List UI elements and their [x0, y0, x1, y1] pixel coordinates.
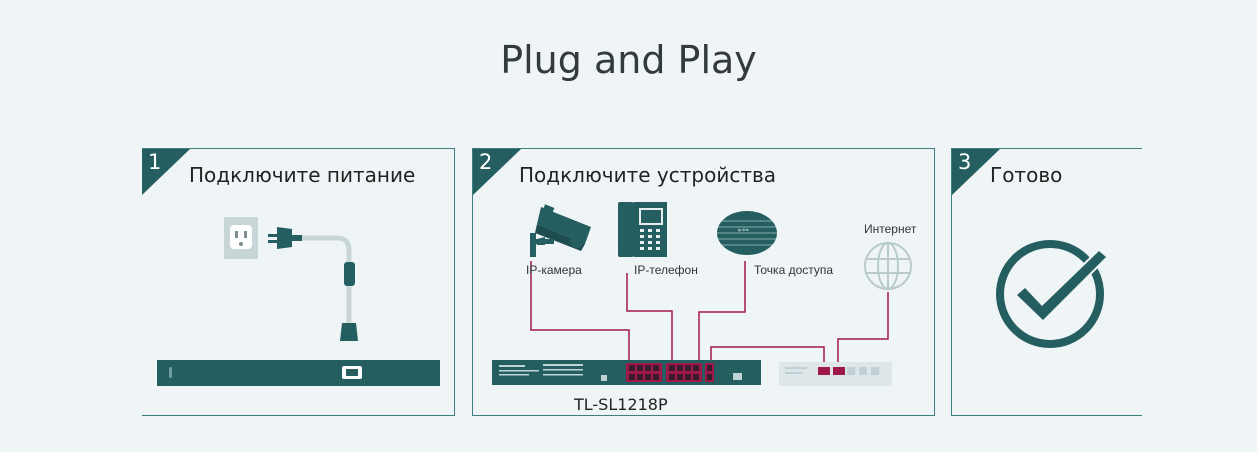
devices-illustration: tp-link — [492, 202, 912, 386]
ethernet-cables — [530, 261, 889, 363]
step-1-panel: 1 Подключите питание — [142, 148, 455, 416]
step-3-number: 3 — [958, 150, 972, 174]
ip-camera-icon — [530, 204, 591, 257]
ip-phone-label: IP-телефон — [634, 263, 698, 277]
switch-model-label: TL-SL1218P — [574, 395, 668, 414]
wall-outlet-icon — [224, 217, 258, 259]
ip-phone-icon — [618, 202, 667, 257]
power-cable — [302, 235, 352, 325]
step-2-number: 2 — [479, 150, 493, 174]
step-3-title: Готово — [990, 163, 1063, 187]
switch-rear-panel — [157, 360, 440, 386]
ip-camera-label: IP-камера — [526, 263, 582, 277]
router-icon — [779, 362, 892, 386]
iec-connector-icon — [340, 323, 358, 341]
step-1-number: 1 — [148, 150, 162, 174]
power-illustration — [157, 217, 440, 386]
step-2-title: Подключите устройства — [519, 163, 777, 187]
internet-globe-icon — [864, 242, 912, 290]
step-3-panel: 3 Готово — [951, 148, 1142, 416]
step-2-panel: 2 Подключите устройства — [472, 148, 935, 416]
internet-label: Интернет — [864, 222, 917, 236]
svg-text:tp-link: tp-link — [738, 227, 749, 232]
access-point-icon: tp-link — [717, 211, 777, 255]
poe-switch-front — [492, 360, 761, 385]
power-plug-icon — [268, 227, 302, 249]
access-point-label: Точка доступа — [754, 263, 834, 277]
step-1-title: Подключите питание — [189, 163, 416, 187]
page-title: Plug and Play — [500, 38, 757, 82]
done-illustration — [996, 240, 1109, 348]
checkmark-circle-icon — [996, 240, 1109, 348]
ferrite-core-icon — [344, 262, 355, 286]
